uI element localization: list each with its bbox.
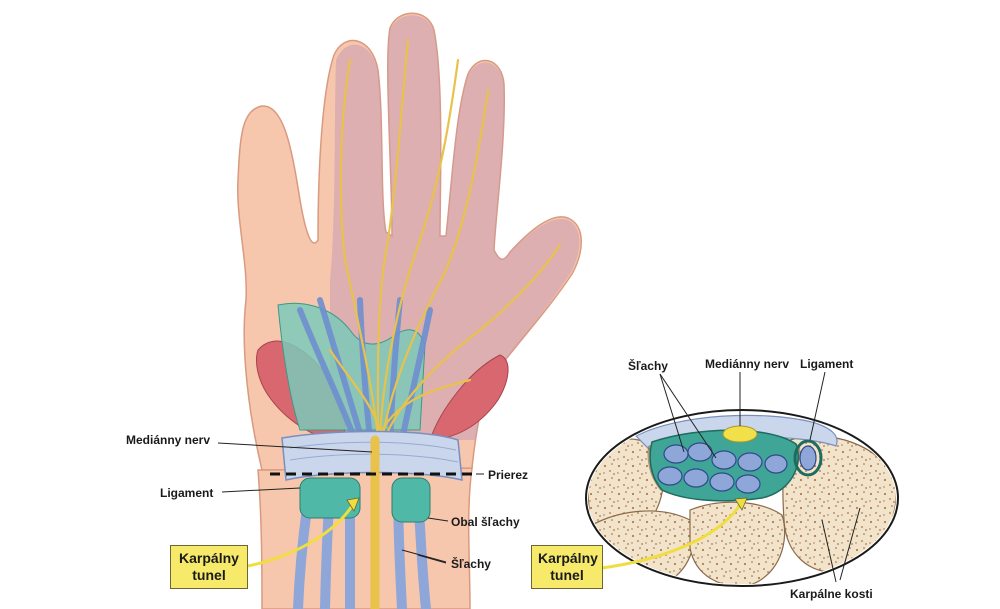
carpal-tunnel-callout-section: Karpálny tunel <box>531 545 603 589</box>
hand-illustration <box>237 12 582 609</box>
section-label-ligament: Ligament <box>800 357 853 371</box>
wrist-sheaths <box>299 477 431 523</box>
section-callout-arrow <box>601 504 742 570</box>
label-ligament: Ligament <box>160 486 213 500</box>
section-label-median-nerve: Mediánny nerv <box>705 357 789 371</box>
cross-section-illustration <box>585 409 899 587</box>
palm-overlay <box>330 15 580 441</box>
median-nerve-branches <box>328 38 562 442</box>
section-tendons <box>657 442 817 494</box>
hand-callout-arrow <box>247 505 354 568</box>
label-tendons: Šľachy <box>451 556 491 571</box>
section-median-nerve <box>722 425 758 443</box>
section-label-tendons: Šľachy <box>628 358 668 373</box>
carpal-tunnel-callout-hand: Karpálny tunel <box>170 545 248 589</box>
palm-sheaths <box>277 302 426 431</box>
hand-leader-lines <box>217 442 484 564</box>
label-cross-section: Prierez <box>488 468 528 482</box>
label-median-nerve: Mediánny nerv <box>126 433 210 447</box>
section-leader-lines <box>659 371 861 583</box>
hypothenar-muscle <box>429 354 509 441</box>
forearm <box>257 467 473 609</box>
section-label-carpal-bones: Karpálne kosti <box>790 587 873 601</box>
label-tendon-sheath: Obal šľachy <box>451 515 520 529</box>
